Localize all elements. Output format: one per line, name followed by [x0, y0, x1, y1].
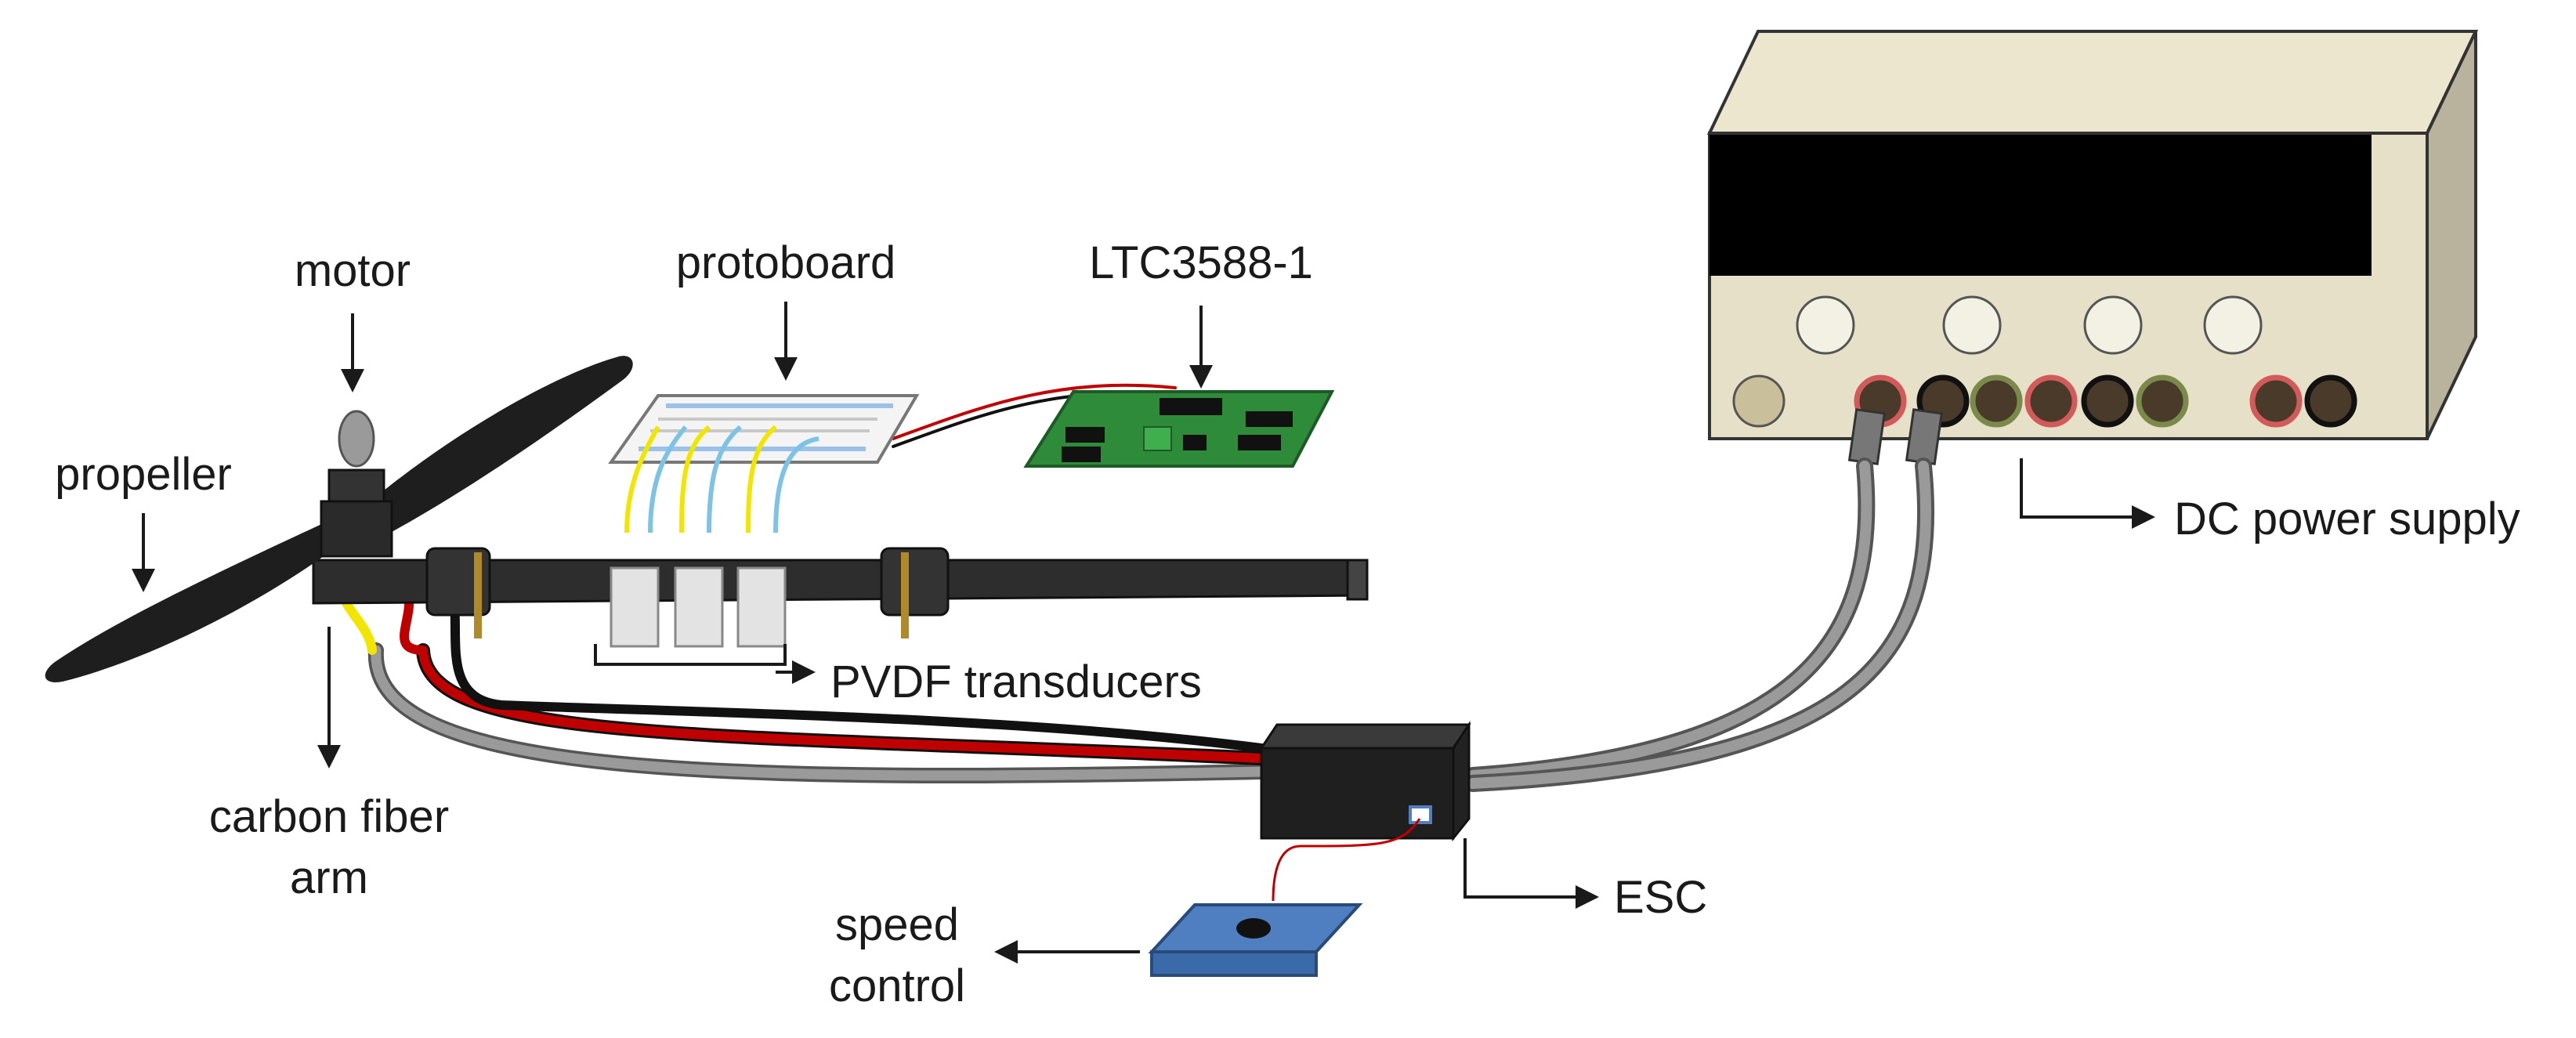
arm-clamp-left: [425, 547, 491, 638]
arm-clamp-right: [880, 547, 950, 638]
label-speed-control-line1: speed: [835, 899, 959, 950]
psu-knob-1: [1796, 295, 1855, 355]
psu-cable-1: [1464, 458, 1876, 784]
pvdf-transducer-2: [674, 566, 724, 648]
esc-box: [1259, 721, 1471, 842]
label-pvdf-transducers: PVDF transducers: [830, 656, 1202, 707]
protoboard: [608, 394, 920, 464]
label-motor: motor: [295, 245, 411, 296]
dc-supply-arrow: [2020, 458, 2155, 529]
propeller: [45, 356, 633, 682]
psu-power-button: [1732, 374, 1785, 428]
psu-top: [1706, 30, 2479, 135]
transducer-leads: [624, 425, 819, 533]
esc-arrow: [1463, 838, 1599, 909]
label-propeller: propeller: [55, 449, 232, 500]
pvdf-transducer-1: [610, 566, 660, 648]
esc-port: [1409, 805, 1432, 824]
psu-knob-4: [2203, 295, 2263, 355]
wire-black: [434, 567, 1266, 753]
carbon-fiber-arm: [312, 547, 1369, 638]
pvdf-transducer-3: [736, 566, 787, 648]
label-ltc3588: LTC3588-1: [1089, 237, 1313, 288]
dc-power-supply: [1706, 30, 2479, 465]
psu-display: [1709, 135, 2372, 276]
psu-knob-2: [1942, 295, 2002, 355]
labels: motor protoboard LTC3588-1 propeller DC …: [55, 237, 2520, 1011]
label-speed-control-line2: control: [829, 960, 965, 1011]
psu-knob-3: [2083, 295, 2143, 355]
label-protoboard: protoboard: [676, 237, 896, 288]
cables: [336, 383, 1934, 792]
label-carbon-fiber-line1: carbon fiber: [209, 791, 449, 842]
arrows: [132, 302, 2155, 964]
pvdf-transducers: [610, 566, 787, 648]
label-dc-power-supply: DC power supply: [2174, 494, 2520, 544]
psu-plugs: [1847, 408, 1943, 465]
motor: [320, 410, 393, 558]
proto-ltc-wire: [892, 383, 1177, 440]
label-esc: ESC: [1614, 872, 1707, 923]
speed-control-device: [1148, 818, 1421, 977]
pvdf-bracket: [594, 644, 787, 666]
protoboard-holes: [639, 403, 893, 451]
label-carbon-fiber-line2: arm: [290, 852, 368, 903]
ltc3588-board: [1023, 390, 1335, 468]
